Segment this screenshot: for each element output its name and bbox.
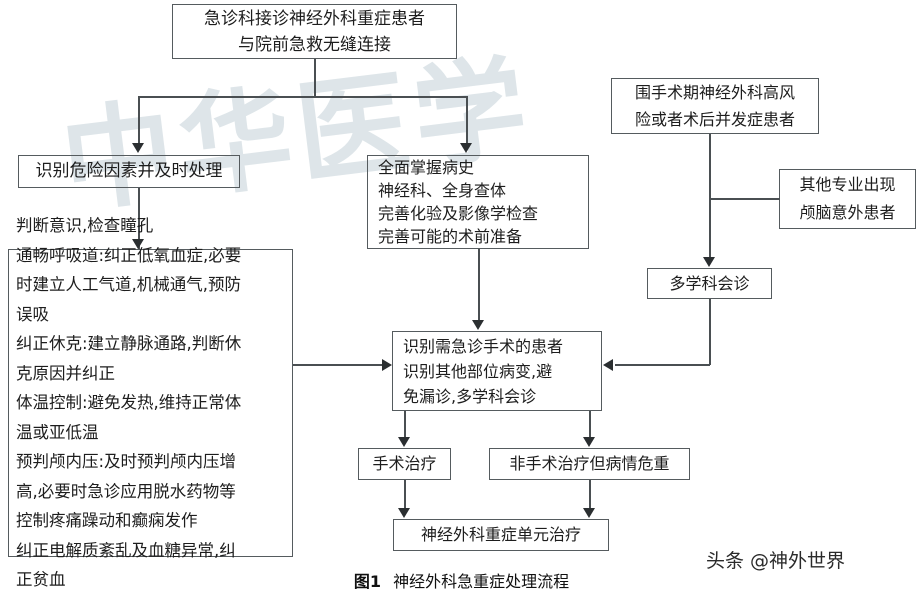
arrow-to-mdt [703, 257, 715, 267]
connector-identify-left-drop [404, 411, 406, 441]
connector-assessment-to-identify [293, 364, 385, 366]
arrow-to-risk-factors [132, 143, 144, 153]
arrow-to-assessment [132, 239, 144, 249]
connector-mdt-drop [709, 299, 711, 365]
node-emergency-intake: 急诊科接诊神经外科重症患者 与院前急救无缝连接 [172, 4, 457, 59]
node-identify-risk-factors: 识别危险因素并及时处理 [18, 155, 240, 188]
connector-nonsurgical-to-nicu [589, 480, 591, 510]
connector-mdt-to-identify [615, 364, 710, 366]
node-identify-emergency-surgery-line1: 识别需急诊手术的患者 [403, 336, 564, 356]
connector-branch-right-drop [466, 96, 468, 144]
arrow-right-to-identify-surgery [382, 359, 392, 371]
arrow-to-surgical-treatment [398, 437, 410, 447]
assessment-line-6: 克原因并纠正 [16, 363, 115, 383]
node-surgical-treatment-line1: 手术治疗 [372, 454, 437, 473]
node-history-and-workup-line3: 完善化验及影像学检查 [378, 204, 539, 223]
assessment-line-4: 误吸 [16, 304, 49, 324]
figure-caption: 图1 神经外科急重症处理流程 [0, 568, 923, 592]
node-nonsurgical-treatment-critical: 非手术治疗但病情危重 [489, 448, 690, 480]
node-nonsurgical-treatment-critical-line1: 非手术治疗但病情危重 [509, 454, 670, 473]
node-other-specialty-cranial-line2: 颅脑意外患者 [799, 203, 896, 222]
node-neurosurgical-icu-line1: 神经外科重症单元治疗 [420, 525, 581, 544]
assessment-line-13: 正贫血 [16, 570, 66, 590]
assessment-line-9: 预判颅内压:及时预判颅内压增 [16, 452, 237, 472]
assessment-line-5: 纠正休克:建立静脉通路,判断休 [16, 334, 242, 354]
connector-risk-to-assessment [138, 188, 140, 250]
arrow-surgical-to-nicu [398, 508, 410, 518]
figure-caption-number: 图1 [353, 572, 382, 591]
node-emergency-intake-line2: 与院前急救无缝连接 [238, 34, 391, 55]
connector-intake-branch-bar [138, 96, 466, 98]
connector-other-specialty-join [709, 198, 780, 200]
assessment-line-7: 体温控制:避免发热,维持正常体 [16, 393, 242, 413]
node-identify-emergency-surgery-line3: 免漏诊,多学科会诊 [403, 386, 537, 406]
arrow-to-history [460, 143, 472, 153]
node-history-and-workup-line4: 完善可能的术前准备 [378, 227, 523, 246]
node-perioperative-high-risk-line2: 险或者术后并发症患者 [634, 110, 795, 129]
node-multidisciplinary-consult-line1: 多学科会诊 [669, 274, 750, 293]
connector-history-to-identify [478, 249, 480, 321]
assessment-line-2: 通畅呼吸道:纠正低氧血症,必要 [16, 245, 242, 265]
node-initial-assessment-measures: 判断意识,检查瞳孔 通畅呼吸道:纠正低氧血症,必要 时建立人工气道,机械通气,预… [8, 216, 293, 589]
node-emergency-intake-line1: 急诊科接诊神经外科重症患者 [204, 8, 425, 29]
node-multidisciplinary-consult: 多学科会诊 [647, 268, 772, 299]
node-other-specialty-cranial: 其他专业出现 颅脑意外患者 [779, 169, 916, 229]
node-history-and-workup-line1: 全面掌握病史 [378, 158, 475, 177]
arrow-nonsurgical-to-nicu [583, 508, 595, 518]
node-surgical-treatment: 手术治疗 [358, 448, 451, 480]
connector-intake-stem [314, 59, 316, 97]
node-identify-emergency-surgery: 识别需急诊手术的患者 识别其他部位病变,避 免漏诊,多学科会诊 [392, 331, 602, 411]
arrow-left-to-identify-surgery [603, 359, 613, 371]
node-perioperative-high-risk-line1: 围手术期神经外科高风 [634, 83, 795, 102]
node-perioperative-high-risk: 围手术期神经外科高风 险或者术后并发症患者 [611, 78, 819, 134]
assessment-line-1: 判断意识,检查瞳孔 [16, 216, 154, 236]
assessment-line-12: 纠正电解质紊乱及血糖异常,纠 [16, 540, 236, 560]
node-history-and-workup-line2: 神经科、全身查体 [378, 181, 507, 200]
source-brand-watermark: 头条 @神外世界 [706, 550, 846, 572]
node-history-and-workup: 全面掌握病史 神经科、全身查体 完善化验及影像学检查 完善可能的术前准备 [367, 155, 589, 249]
node-identify-risk-factors-line1: 识别危险因素并及时处理 [35, 161, 223, 181]
connector-surgical-to-nicu [404, 480, 406, 510]
connector-periop-to-mdt [709, 134, 711, 258]
arrow-to-identify-surgery [472, 320, 484, 330]
figure-caption-title: 神经外科急重症处理流程 [393, 572, 570, 591]
connector-branch-left-drop [138, 96, 140, 144]
assessment-line-8: 温或亚低温 [16, 422, 99, 442]
arrow-to-nonsurgical-treatment [583, 437, 595, 447]
node-identify-emergency-surgery-line2: 识别其他部位病变,避 [403, 361, 553, 381]
node-neurosurgical-icu: 神经外科重症单元治疗 [393, 519, 609, 551]
connector-identify-right-drop [589, 411, 591, 441]
node-other-specialty-cranial-line1: 其他专业出现 [799, 175, 896, 194]
assessment-line-3: 时建立人工气道,机械通气,预防 [16, 275, 241, 295]
assessment-line-10: 高,必要时急诊应用脱水药物等 [16, 481, 236, 501]
assessment-line-11: 控制疼痛躁动和癫痫发作 [16, 511, 198, 531]
